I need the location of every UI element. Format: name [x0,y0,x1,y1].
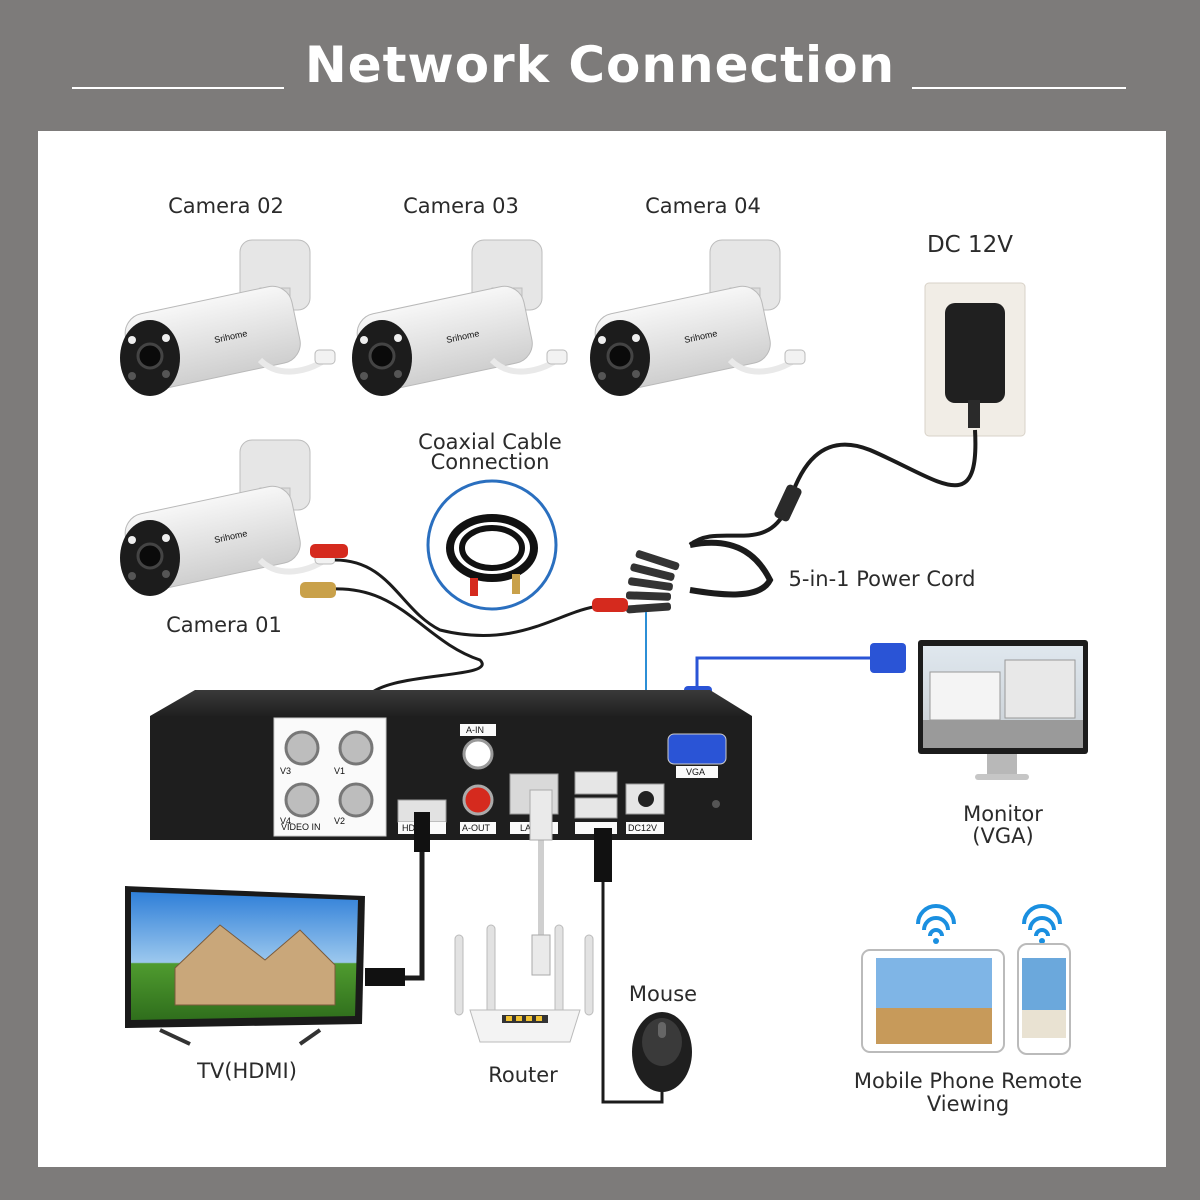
hdmi-cable [390,832,425,981]
coax-cable-1 [334,558,601,638]
label-mobile-line1: Mobile Phone Remote [853,1069,1083,1093]
title-bar [0,20,1200,120]
port-label-dc12v: DC12V [628,823,657,833]
adapter-cable [688,429,978,547]
label-coaxial-line2: Connection [430,450,550,474]
label-power-cord: 5-in-1 Power Cord [788,567,976,591]
lan-plug-router [531,934,551,976]
usb-cable [601,882,664,1104]
usb-plug [594,828,612,882]
label-camera-04: Camera 04 [645,194,761,218]
monitor-icon [918,640,1088,780]
label-camera-02: Camera 02 [168,194,284,218]
camera-01-icon [120,440,335,596]
port-label-hdmi: HDMI [402,823,425,833]
label-camera-01: Camera 01 [166,613,282,637]
tablet-icon [861,949,1005,1053]
hdmi-plug-dvr [414,812,430,852]
router-icon [454,924,594,1043]
port-label-v3: V3 [280,766,291,776]
page-title: Network Connection [304,36,896,94]
mouse-icon [632,1012,692,1092]
lan-plug-dvr [529,789,553,841]
power-plug-red [592,598,628,612]
wifi-icon [916,904,956,946]
title-rule-left [72,87,284,89]
port-label-video-in: VIDEO IN [281,822,321,832]
port-label-v4: V4 [280,816,291,826]
adapter-plug [774,484,802,522]
coax-cable-2 [319,587,484,721]
label-dc12v: DC 12V [926,232,1014,258]
hdmi-plug-tv [365,968,405,986]
title-rule-right [912,87,1126,89]
port-label-lan: LAN [520,823,538,833]
port-label-v2: V2 [334,816,345,826]
port-label-v1: V1 [334,766,345,776]
power-splitter-icon [625,539,774,614]
port-label-a-in: A-IN [466,725,484,735]
camera-03-icon [352,240,567,396]
label-monitor-line2: (VGA) [972,824,1034,848]
vga-plug-monitor [870,643,906,673]
tv-icon [125,886,365,1046]
phone-icon [1017,943,1071,1055]
port-label-a-out: A-OUT [462,823,491,833]
camera-01-power-plug [310,544,348,558]
label-tv: TV(HDMI) [197,1059,297,1083]
port-label-vga: VGA [686,767,705,777]
label-camera-03: Camera 03 [403,194,519,218]
wifi-icon-phone [1022,904,1062,946]
camera-02-icon [120,240,335,396]
label-coaxial-line1: Coaxial Cable [418,430,562,454]
vga-cable [695,656,880,700]
camera-04-icon [590,240,805,396]
label-mobile-line2: Viewing [926,1092,1010,1116]
label-monitor-line1: Monitor [963,802,1043,826]
label-mouse: Mouse [628,982,698,1006]
power-adapter-icon [924,282,1026,437]
label-router: Router [488,1063,558,1087]
camera-01-bnc [300,582,336,598]
dvr-recorder [150,690,752,840]
coaxial-cable-roll-icon [426,479,558,611]
